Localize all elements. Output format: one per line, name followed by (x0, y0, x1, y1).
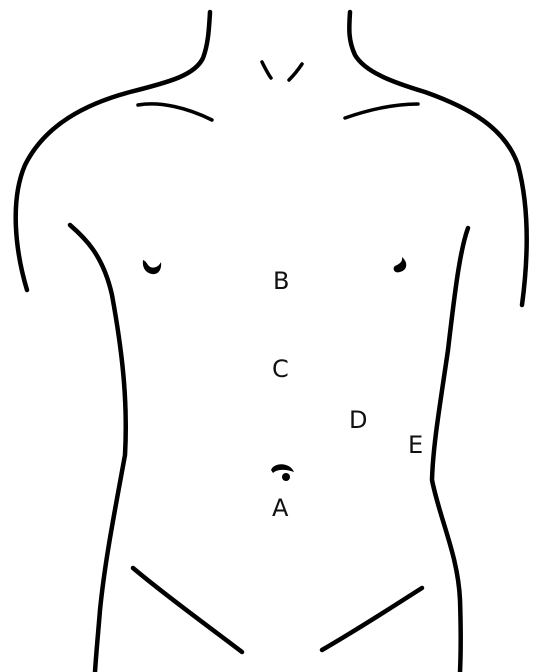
marker-label-b: B (273, 267, 289, 295)
left-torso-side-outline (70, 225, 126, 672)
right-neck-shoulder-outline (349, 12, 526, 305)
left-nipple (143, 260, 161, 274)
marker-label-a: A (272, 494, 289, 522)
right-nipple (394, 257, 407, 272)
marker-label-e: E (408, 431, 423, 459)
left-sternal-notch-mark (262, 62, 271, 78)
right-inguinal-line (322, 588, 422, 650)
right-sternal-notch-mark (289, 64, 302, 80)
right-clavicle-line (345, 104, 418, 118)
marker-label-c: C (272, 355, 289, 383)
left-clavicle-line (138, 104, 212, 120)
umbilicus (271, 464, 294, 473)
marker-label-d: D (349, 406, 367, 434)
left-inguinal-line (133, 568, 242, 652)
left-neck-shoulder-outline (16, 12, 210, 290)
right-torso-side-outline (432, 228, 468, 672)
umbilicus-dot (282, 473, 290, 481)
